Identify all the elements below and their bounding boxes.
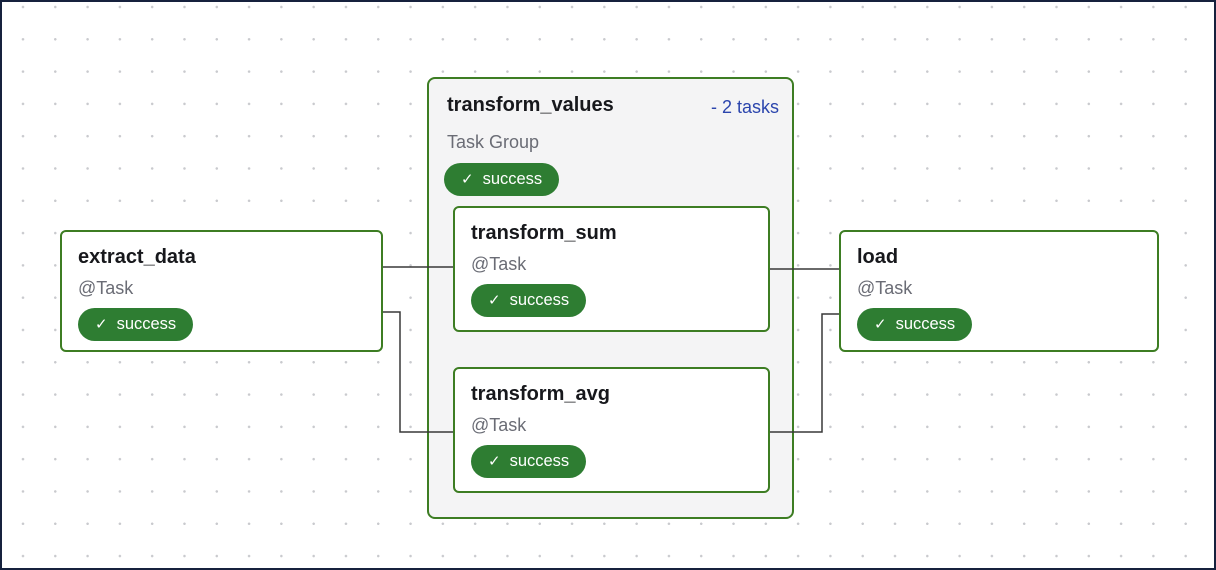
status-label: success: [482, 170, 543, 188]
task-group-subtitle: Task Group: [447, 132, 540, 152]
task-title: transform_avg: [471, 383, 610, 405]
task-subtitle: @Task: [857, 278, 913, 298]
task-node-load[interactable]: load @Task ✓ success: [839, 230, 1159, 352]
task-title: extract_data: [78, 246, 196, 268]
task-group-title: transform_values: [447, 94, 614, 116]
status-badge: ✓ success: [471, 284, 587, 317]
task-group-collapse-toggle[interactable]: - 2 tasks: [710, 97, 779, 117]
task-title: transform_sum: [471, 222, 617, 244]
task-subtitle: @Task: [471, 415, 527, 435]
task-subtitle: @Task: [78, 278, 134, 298]
task-node-transform-avg[interactable]: transform_avg @Task ✓ success: [453, 367, 770, 493]
task-node-transform-sum[interactable]: transform_sum @Task ✓ success: [453, 206, 770, 332]
check-icon: ✓: [874, 316, 887, 333]
status-label: success: [509, 452, 570, 470]
check-icon: ✓: [461, 171, 474, 188]
task-node-extract-data[interactable]: extract_data @Task ✓ success: [60, 230, 383, 352]
status-label: success: [509, 291, 570, 309]
check-icon: ✓: [95, 316, 108, 333]
status-badge: ✓ success: [471, 445, 587, 478]
status-label: success: [116, 315, 177, 333]
check-icon: ✓: [488, 453, 501, 470]
status-badge: ✓ success: [857, 308, 973, 341]
status-badge: ✓ success: [444, 163, 560, 196]
check-icon: ✓: [488, 292, 501, 309]
task-subtitle: @Task: [471, 254, 527, 274]
status-label: success: [895, 315, 956, 333]
task-title: load: [857, 246, 899, 268]
status-badge: ✓ success: [78, 308, 194, 341]
